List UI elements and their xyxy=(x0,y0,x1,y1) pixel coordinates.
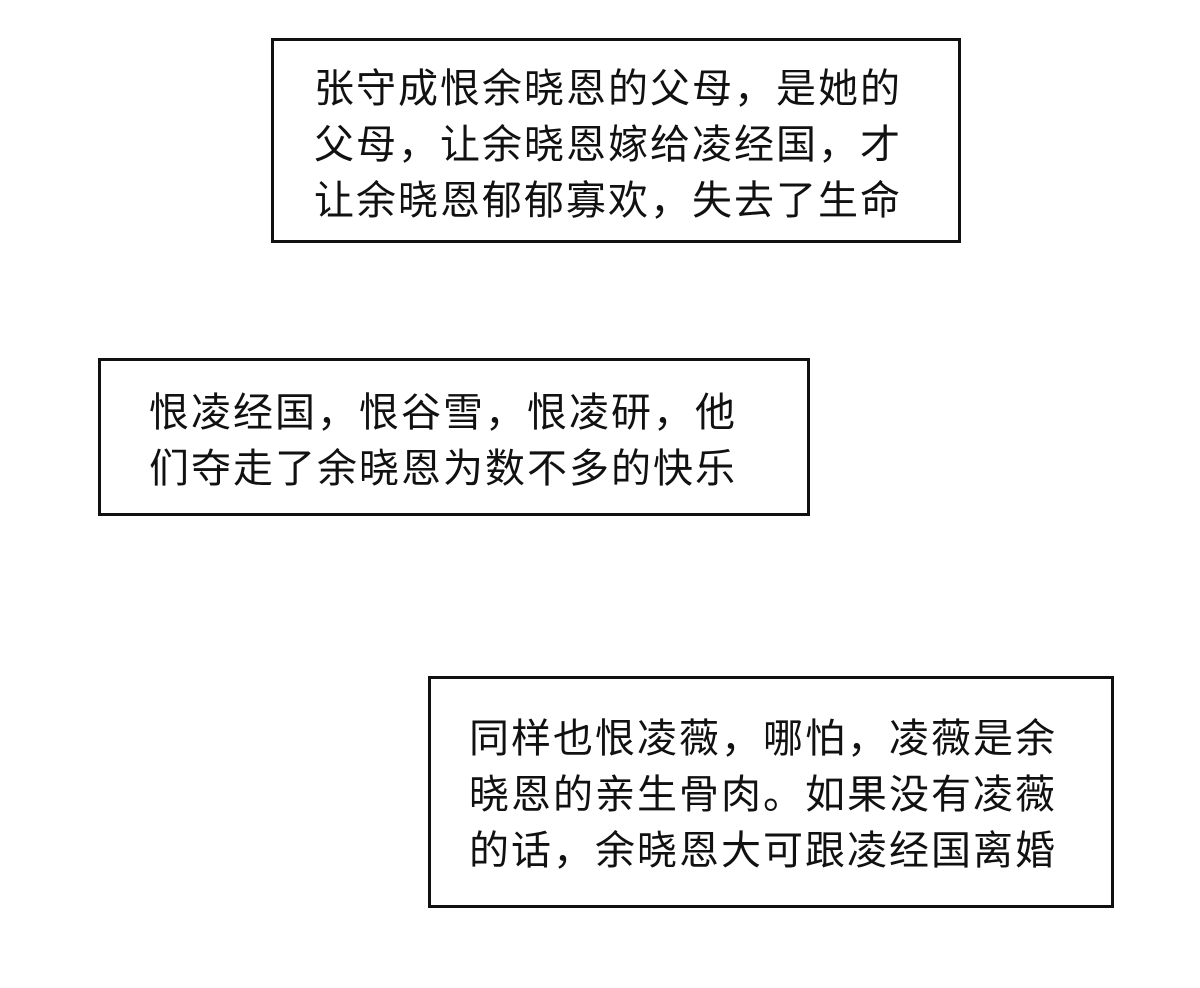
caption-3-line-2: 晓恩的亲生骨肉。如果没有凌薇 xyxy=(469,772,1057,818)
caption-1-line-1: 张守成恨余晓恩的父母，是她的 xyxy=(314,66,902,112)
caption-2-line-2: 们夺走了余晓恩为数不多的快乐 xyxy=(149,446,737,492)
caption-2-line-1: 恨凌经国，恨谷雪，恨凌研，他 xyxy=(149,390,737,436)
caption-3-line-1: 同样也恨凌薇，哪怕，凌薇是余 xyxy=(469,716,1057,762)
caption-box-3: 同样也恨凌薇，哪怕，凌薇是余 晓恩的亲生骨肉。如果没有凌薇 的话，余晓恩大可跟凌… xyxy=(428,676,1114,908)
caption-box-1: 张守成恨余晓恩的父母，是她的 父母，让余晓恩嫁给凌经国，才 让余晓恩郁郁寡欢，失… xyxy=(271,38,961,243)
caption-1-line-2: 父母，让余晓恩嫁给凌经国，才 xyxy=(314,122,902,168)
caption-box-2: 恨凌经国，恨谷雪，恨凌研，他 们夺走了余晓恩为数不多的快乐 xyxy=(98,358,810,516)
caption-1-line-3: 让余晓恩郁郁寡欢，失去了生命 xyxy=(314,178,902,224)
caption-3-line-3: 的话，余晓恩大可跟凌经国离婚 xyxy=(469,828,1057,874)
